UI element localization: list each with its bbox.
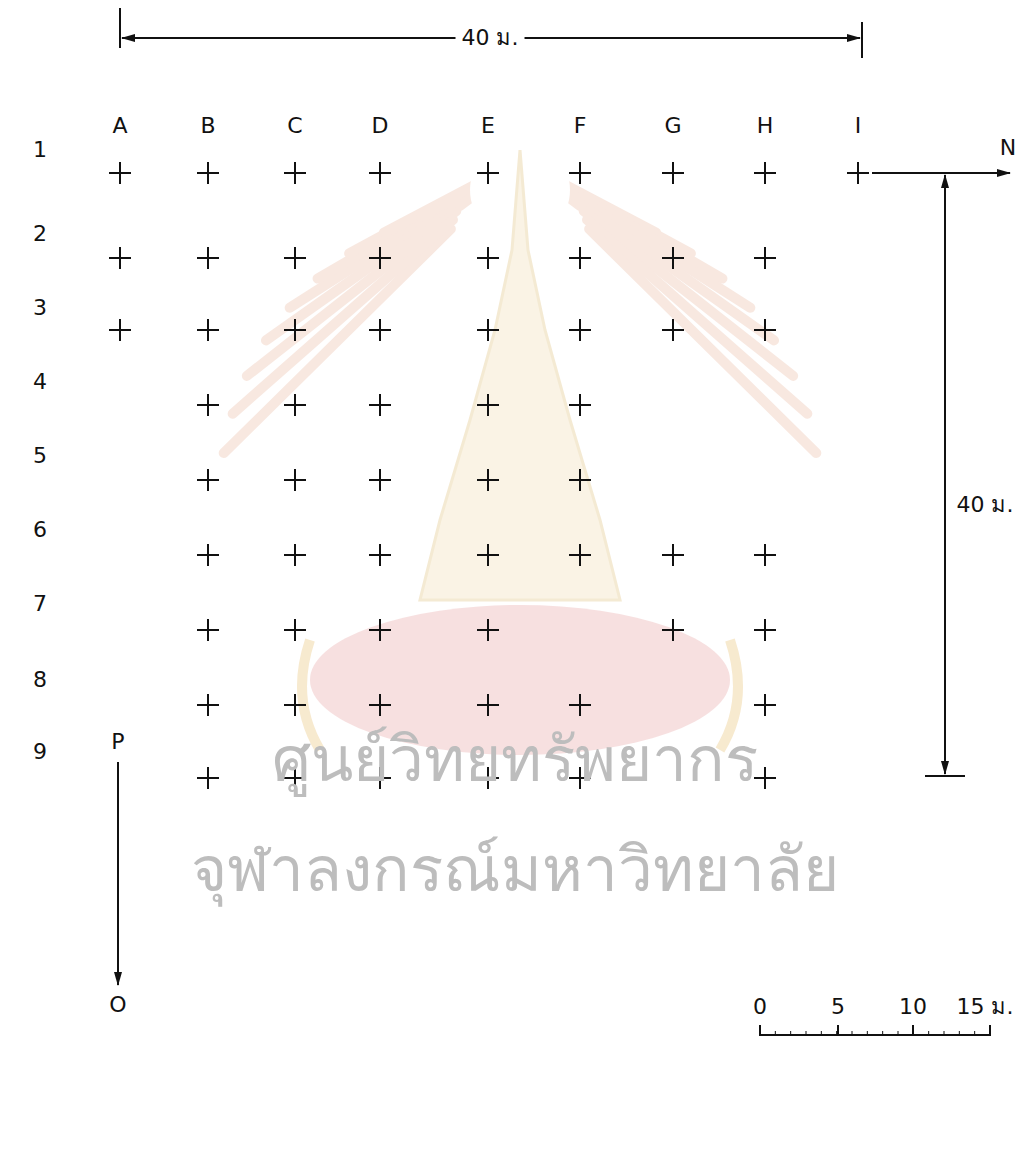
row-label: 5	[33, 444, 47, 468]
sample-point	[662, 247, 684, 269]
column-label: H	[757, 114, 774, 138]
sample-point	[284, 619, 306, 641]
sample-point	[197, 544, 219, 566]
sample-point	[477, 694, 499, 716]
sample-point	[284, 469, 306, 491]
sample-point	[477, 247, 499, 269]
sample-point	[369, 247, 391, 269]
row-label: 1	[33, 138, 47, 162]
sample-point	[284, 319, 306, 341]
sample-point	[754, 694, 776, 716]
sample-point	[569, 469, 591, 491]
sample-point	[369, 319, 391, 341]
scale-bar	[760, 1025, 990, 1036]
sample-point	[754, 619, 776, 641]
north-arrow	[872, 172, 1010, 174]
row-label: 8	[33, 668, 47, 692]
scale-label: 10	[899, 995, 927, 1019]
sample-point	[477, 394, 499, 416]
dimension-line	[925, 175, 965, 776]
sample-point	[569, 319, 591, 341]
north-label: N	[1000, 136, 1016, 160]
sample-points	[109, 162, 869, 789]
sample-point	[477, 469, 499, 491]
sample-point	[109, 319, 131, 341]
column-label: I	[855, 114, 862, 138]
transect-arrow	[117, 762, 119, 985]
sample-point	[754, 544, 776, 566]
scale-label: 0	[753, 995, 767, 1019]
sample-point	[662, 544, 684, 566]
sample-point	[847, 162, 869, 184]
sample-point	[569, 544, 591, 566]
sample-point	[197, 694, 219, 716]
column-label: C	[287, 114, 302, 138]
row-label: 9	[33, 740, 47, 764]
column-label: E	[481, 114, 495, 138]
column-label: D	[372, 114, 389, 138]
column-label: B	[200, 114, 215, 138]
sample-point	[284, 544, 306, 566]
sample-point	[109, 162, 131, 184]
point-label: P	[111, 730, 124, 754]
sample-point	[662, 162, 684, 184]
sample-point	[197, 394, 219, 416]
sample-point	[477, 619, 499, 641]
sample-point	[477, 544, 499, 566]
row-label: 6	[33, 518, 47, 542]
sample-point	[109, 247, 131, 269]
column-label: G	[664, 114, 681, 138]
sample-point	[754, 162, 776, 184]
point-label: O	[109, 993, 126, 1017]
dimension-label: 40 ม.	[951, 493, 1020, 517]
sample-point	[197, 767, 219, 789]
sample-point	[754, 247, 776, 269]
sample-point	[569, 694, 591, 716]
dimension-label: 40 ม.	[456, 26, 525, 50]
sample-point	[662, 319, 684, 341]
sample-point	[284, 394, 306, 416]
scale-label: 5	[831, 995, 845, 1019]
sample-point	[569, 394, 591, 416]
sample-point	[569, 162, 591, 184]
column-label: F	[574, 114, 587, 138]
sample-point	[369, 469, 391, 491]
sample-point	[369, 544, 391, 566]
sample-point	[477, 162, 499, 184]
sample-point	[369, 394, 391, 416]
sample-point	[197, 162, 219, 184]
sample-point	[284, 247, 306, 269]
sample-point	[662, 619, 684, 641]
sample-point	[369, 619, 391, 641]
sample-point	[197, 619, 219, 641]
dimension-line	[120, 8, 862, 58]
sample-point	[197, 319, 219, 341]
column-label: A	[112, 114, 127, 138]
sample-point	[477, 319, 499, 341]
row-label: 2	[33, 222, 47, 246]
sample-point	[284, 694, 306, 716]
row-label: 3	[33, 296, 47, 320]
sample-point	[284, 162, 306, 184]
sample-point	[569, 247, 591, 269]
row-label: 4	[33, 370, 47, 394]
sample-point	[754, 319, 776, 341]
watermark-text: ศูนย์วิทยทรัพยากร	[272, 726, 758, 794]
sample-point	[197, 469, 219, 491]
sample-point	[197, 247, 219, 269]
scale-label: 15 ม.	[957, 995, 1014, 1019]
sample-point	[369, 694, 391, 716]
sample-point	[369, 162, 391, 184]
watermark-logo	[224, 140, 817, 755]
row-label: 7	[33, 592, 47, 616]
watermark-text: จุฬาลงกรณ์มหาวิทยาลัย	[191, 836, 839, 904]
